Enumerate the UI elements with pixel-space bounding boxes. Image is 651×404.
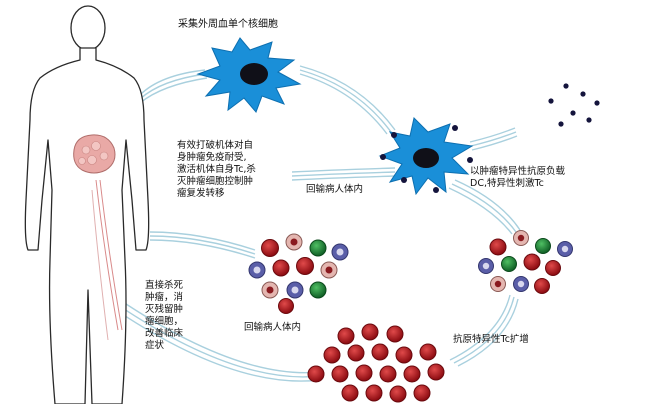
antigen-particles <box>548 83 600 127</box>
label-direct-kill: 直接杀死 肿瘤，消 灭残留肿 瘤细胞， 改善临床 症状 <box>145 280 184 351</box>
t-cell-cluster-right <box>478 230 573 294</box>
expanded-t-cells <box>307 323 445 403</box>
blood-vessel-lines <box>91 179 123 341</box>
arrow-tcells-to-expansion <box>449 294 519 367</box>
label-break-tolerance: 有效打破机体对自 身肿瘤免疫耐受, 激活机体自身Tc,杀 灭肿瘤细胞控制肿 瘤复… <box>177 140 256 199</box>
t-cell-cluster-left <box>248 233 349 314</box>
arrow-antigen-to-dc <box>469 127 518 151</box>
flow-arrows <box>115 65 521 382</box>
dendritic-cell-loaded <box>378 117 474 196</box>
label-return-body-2: 回输病人体内 <box>244 322 302 333</box>
dendritic-cell-immature <box>196 37 302 113</box>
label-antigen-specific-expansion: 抗原特异性Tc扩增 <box>453 334 529 345</box>
arrow-cluster-to-body <box>149 231 256 259</box>
human-silhouette <box>24 5 150 404</box>
arrow-pbmc-to-dc <box>299 65 396 135</box>
arrow-dc-to-tcells <box>448 179 521 235</box>
tumor-organ <box>73 134 116 174</box>
arrow-dc-to-body <box>291 167 396 181</box>
label-return-body-1: 回输病人体内 <box>306 184 364 195</box>
arrow-body-to-pbmc <box>139 69 208 104</box>
arrow-expansion-to-body <box>115 299 321 382</box>
label-collect-pbmc: 采集外周血单个核细胞 <box>178 19 278 30</box>
label-dc-loading: 以肿瘤特异性抗原负载 DC,特异性刺激Tc <box>470 166 566 189</box>
